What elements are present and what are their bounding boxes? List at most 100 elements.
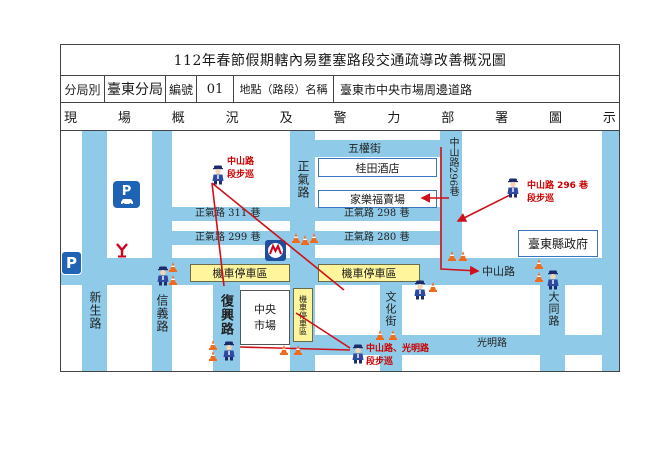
info-row: 分局別 臺東分局 編號 01 地點（路段）名稱 臺東市中央市場周邊道路 xyxy=(61,76,619,103)
patrol-label-line: 段步巡 xyxy=(527,194,555,204)
document-sheet: 112年春節假期轄內易壅塞路段交通疏導改善概況圖 分局別 臺東分局 編號 01 … xyxy=(60,44,620,372)
road-label-wuquan: 五權街 xyxy=(348,142,381,155)
patrol-routes xyxy=(211,147,511,351)
heading-char: 場 xyxy=(117,111,131,126)
location-label: 地點（路段）名稱 xyxy=(234,76,334,102)
police-officer-icon xyxy=(211,165,225,185)
landmark-icon xyxy=(116,243,128,258)
branch-label: 分局別 xyxy=(61,76,105,102)
patrol-route-arrow xyxy=(456,194,511,222)
traffic-cone-icon xyxy=(301,235,309,245)
police-officer-icon xyxy=(351,344,365,364)
traffic-cone-icon xyxy=(169,262,177,272)
patrol-label-line: 段步巡 xyxy=(366,357,394,367)
traffic-cone-icon xyxy=(376,330,384,340)
traffic-cone-icon xyxy=(294,345,302,355)
xinsheng-road xyxy=(82,131,107,371)
patrol-label: 中山路 段步巡 xyxy=(227,156,254,182)
number-label: 編號 xyxy=(166,76,197,102)
road-label-datong: 大同路 xyxy=(547,291,560,327)
patrol-route-line xyxy=(211,182,225,287)
motorcycle-parking-zone: 機車停車區 xyxy=(190,264,290,282)
traffic-cone-icon xyxy=(209,340,217,350)
patrol-label-line: 中山路 296 巷 xyxy=(527,181,589,191)
patrol-label: 中山路、光明路 段步巡 xyxy=(366,343,429,369)
police-officer-icon xyxy=(546,270,560,290)
patrol-route-line xyxy=(295,312,351,349)
xinyi-road xyxy=(152,131,172,371)
traffic-cone-icon xyxy=(310,233,318,243)
motorcycle-parking-zone: 機車停車區 xyxy=(293,288,313,342)
road-label-lane-280: 正氣路 280 巷 xyxy=(344,232,410,243)
road-label-fuxing: 復興路 xyxy=(218,294,233,336)
zhengqi-lane-298 xyxy=(315,207,440,221)
heading-char: 及 xyxy=(279,111,293,126)
document-title: 112年春節假期轄內易壅塞路段交通疏導改善概況圖 xyxy=(173,53,507,69)
traffic-cone-icon xyxy=(280,345,288,355)
store-logo-icon xyxy=(265,240,286,261)
heading-char: 署 xyxy=(495,111,509,126)
parking-sign-letter: P xyxy=(66,254,77,272)
traffic-cone-icon xyxy=(535,272,543,282)
road-label-xinyi: 信義路 xyxy=(155,294,169,333)
motorcycle-parking-zone: 機車停車區 xyxy=(318,264,420,282)
police-officer-icon xyxy=(222,341,236,361)
road-label-zhongshan: 中山路 xyxy=(482,265,515,278)
parking-icon: P xyxy=(61,251,82,275)
road-label-lane-299: 正氣路 299 巷 xyxy=(195,232,261,243)
road-label-lane-298: 正氣路 298 巷 xyxy=(344,208,410,219)
traffic-cone-icon xyxy=(389,330,397,340)
zhengqi-lane-311 xyxy=(172,207,290,221)
map-area: 機車停車區 機車停車區 機車停車區 桂田酒店 家樂福賣場 臺東縣政府 中央 市場… xyxy=(61,131,619,371)
police-officer-icon xyxy=(506,178,520,198)
central-market-label: 中央 xyxy=(254,302,276,316)
datong-road xyxy=(540,285,565,371)
traffic-cone-icon xyxy=(209,351,217,361)
road-label-guangming: 光明路 xyxy=(477,338,507,349)
patrol-route-line xyxy=(211,182,345,291)
branch-value: 臺東分局 xyxy=(105,76,166,102)
traffic-cone-icon xyxy=(459,251,467,261)
road-label-zhongshan-lane-296: 中山路296巷 xyxy=(447,137,458,197)
county-government: 臺東縣政府 xyxy=(518,230,598,257)
patrol-label-line: 中山路、光明路 xyxy=(366,344,430,354)
heading-char: 示 xyxy=(602,111,616,126)
central-market: 中央 市場 xyxy=(240,290,290,345)
patrol-label-line: 段步巡 xyxy=(227,170,255,180)
east-edge-road xyxy=(602,131,619,371)
heading-char: 力 xyxy=(387,111,401,126)
patrol-label-line: 中山路 xyxy=(227,157,255,167)
heading-char: 現 xyxy=(64,111,78,126)
title-row: 112年春節假期轄內易壅塞路段交通疏導改善概況圖 xyxy=(61,45,619,76)
section-heading: 現 場 概 況 及 警 力 部 署 圖 示 xyxy=(61,103,619,131)
traffic-cone-icon xyxy=(292,233,300,243)
zhongshan-lane-296 xyxy=(440,131,462,261)
police-officer-icon xyxy=(156,266,170,286)
car-icon xyxy=(120,198,133,205)
heading-char: 部 xyxy=(441,111,455,126)
heading-char: 警 xyxy=(333,111,347,126)
central-market-label: 市場 xyxy=(254,318,276,332)
road-label-xinsheng: 新生路 xyxy=(88,291,102,330)
guangming-road xyxy=(315,335,619,355)
zhengqi-lane-299 xyxy=(172,231,290,245)
patrol-route-line xyxy=(239,346,351,351)
heading-char: 況 xyxy=(225,111,239,126)
wuquan-street xyxy=(315,140,440,157)
location-value: 臺東市中央市場周邊道路 xyxy=(340,82,473,97)
guitian-hotel: 桂田酒店 xyxy=(318,158,437,177)
traffic-cone-icon xyxy=(429,282,437,292)
road-label-wenhua: 文化街 xyxy=(384,291,397,327)
road-label-zhengqi: 正氣路 xyxy=(296,160,310,199)
zhengqi-lane-280 xyxy=(315,231,440,245)
traffic-cone-icon xyxy=(535,259,543,269)
patrol-label: 中山路 296 巷 段步巡 xyxy=(527,180,588,206)
patrol-route-line xyxy=(440,147,480,276)
parking-car-icon: P xyxy=(113,181,140,208)
heading-char: 圖 xyxy=(549,111,563,126)
parking-sign-letter: P xyxy=(121,183,132,199)
road-label-lane-311: 正氣路 311 巷 xyxy=(195,208,261,219)
police-officer-icon xyxy=(413,280,427,300)
carrefour-store: 家樂福賣場 xyxy=(318,190,437,208)
number-value: 01 xyxy=(197,76,234,102)
